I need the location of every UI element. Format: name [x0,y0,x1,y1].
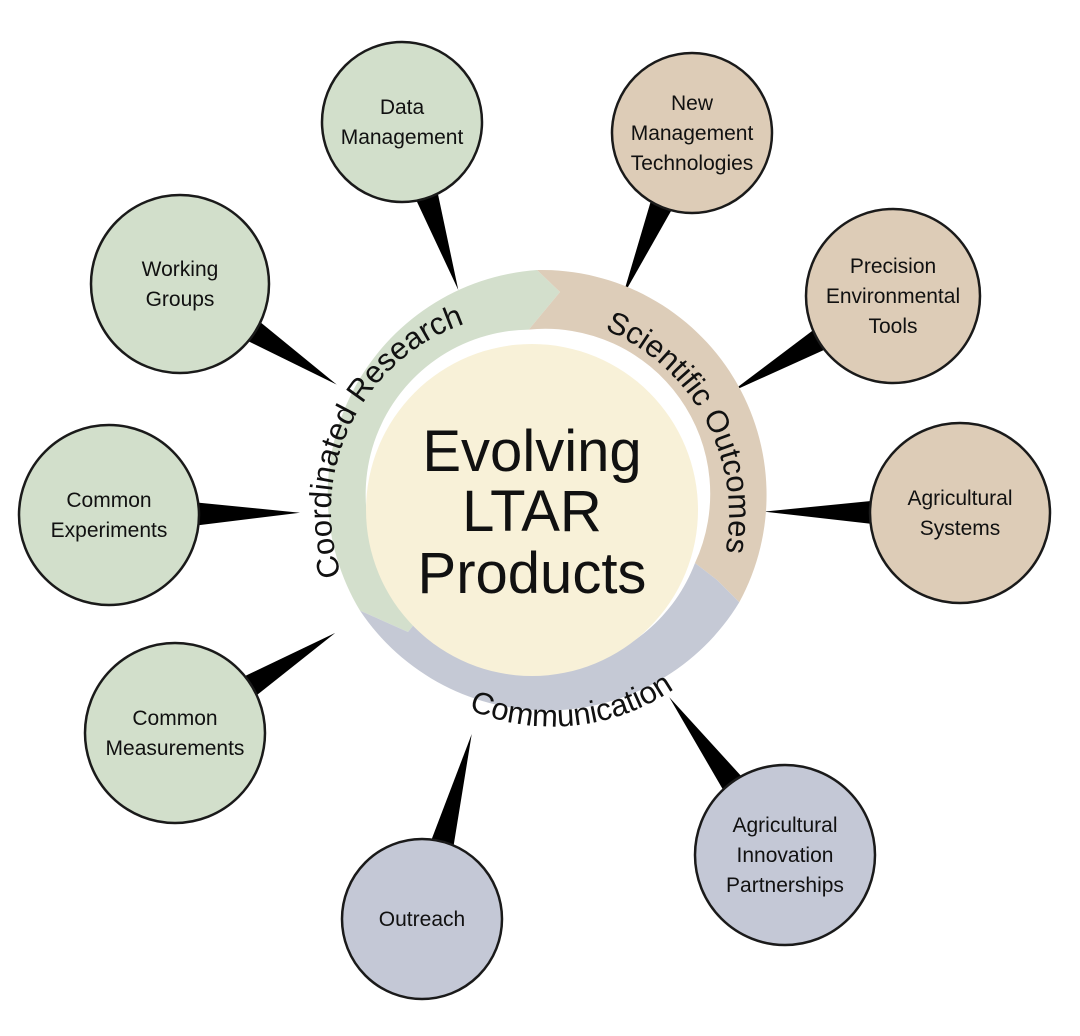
bubble-label: Outreach [379,908,465,931]
pointer-spike [234,312,337,385]
pointer-spike [622,186,679,297]
ring-segment-coordinated-research [327,270,560,632]
bubble-label: Measurements [106,737,245,760]
bubble-circle [17,423,201,607]
pointer-spike [410,178,459,291]
center-title-line: Products [418,541,647,606]
bubble-circle [89,193,271,375]
ring-segment-communication [360,563,740,711]
bubble-label: Environmental [826,285,960,308]
bubble-circle [340,837,504,1001]
bubble-label: Partnerships [726,874,844,897]
bubble-label: Working [142,258,219,281]
bubble-label: Precision [850,255,936,278]
bubble-label: Management [341,126,464,149]
bubble-label: Tools [868,315,917,338]
pointer-spike [426,734,472,861]
bubble-label: Agricultural [907,487,1012,510]
outer-bubbles: DataManagementNewManagementTechnologiesW… [17,40,1052,1001]
bubble-label: Experiments [51,519,168,542]
bubble-circle [83,641,267,825]
bubble-label: Common [66,489,151,512]
bubble-label: Agricultural [732,814,837,837]
bubble-label: New [671,92,714,115]
bubble-circle [868,421,1052,605]
ring [327,269,767,711]
bubble-label: Innovation [737,844,834,867]
bubble-label: Groups [146,288,215,311]
bubble-label: Technologies [631,152,754,175]
bubble-circle [610,51,774,215]
ring-segment-scientific-outcomes [528,269,767,603]
center-title: Evolving LTAR Products [418,419,647,606]
pointer-spikes [182,178,887,861]
pointer-spike [763,499,887,526]
bubble-label: Data [380,96,425,119]
bubble-label: Common [132,707,217,730]
center-circle [366,344,698,676]
bubble-circle [320,40,484,204]
pointer-spike [669,697,752,804]
bubble-label: Management [631,122,754,145]
pointer-spike [182,501,301,528]
bubble-circle [693,763,877,947]
center-title-line: Evolving [422,419,641,484]
pointer-spike [230,632,336,705]
bubble-outreach: Outreach [340,837,504,1001]
bubble-label: Systems [920,517,1001,540]
bubble-circle [804,207,982,385]
pointer-spike [731,321,839,392]
center-title-line: LTAR [462,479,602,544]
